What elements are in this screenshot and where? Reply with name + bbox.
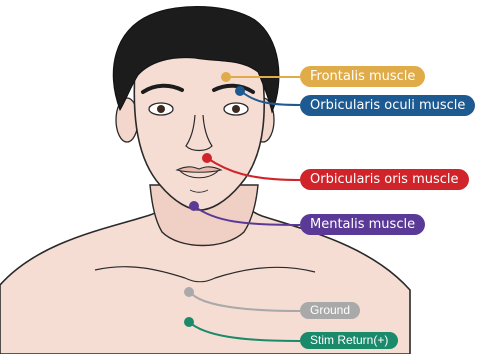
mentalis-label: Mentalis muscle — [300, 214, 425, 235]
orbicularis-oculi-electrode-dot — [235, 86, 245, 96]
stim-return-label: Stim Return(+) — [300, 332, 398, 349]
ground-electrode-dot — [184, 287, 194, 297]
stim-return-electrode-dot — [184, 317, 194, 327]
ground-label: Ground — [300, 302, 360, 319]
frontalis-electrode-dot — [221, 72, 231, 82]
orbicularis-oculi-label: Orbicularis oculi muscle — [300, 95, 475, 116]
orbicularis-oris-electrode-dot — [202, 153, 212, 163]
orbicularis-oris-label: Orbicularis oris muscle — [300, 169, 469, 190]
frontalis-label: Frontalis muscle — [300, 66, 425, 87]
mentalis-electrode-dot — [189, 201, 199, 211]
